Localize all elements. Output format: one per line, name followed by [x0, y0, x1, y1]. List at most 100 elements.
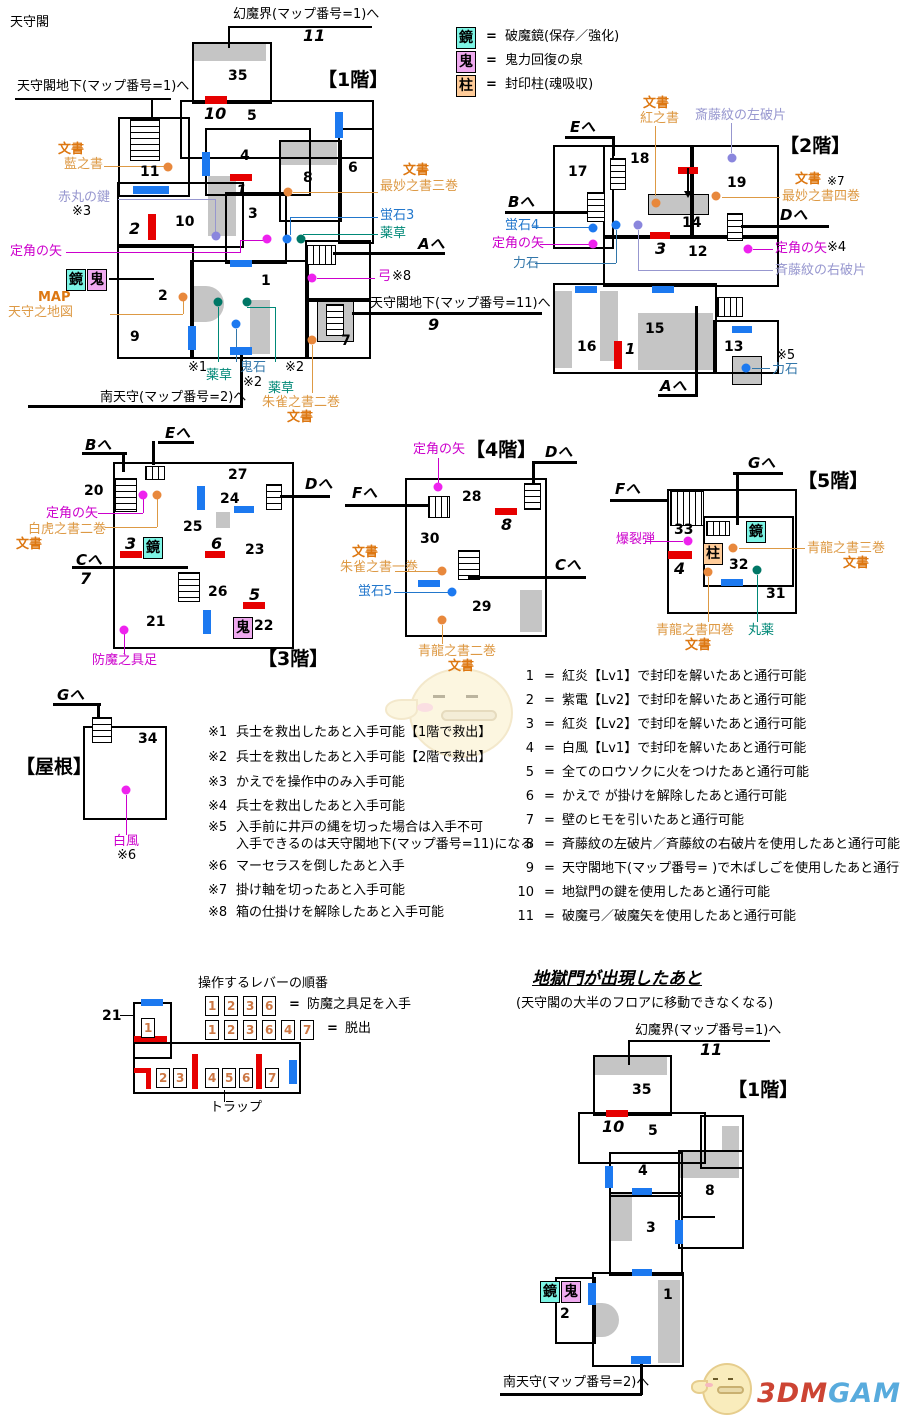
rule-equals: = [544, 885, 555, 900]
symbol-box: 鏡 [143, 537, 163, 559]
note-tag: ※1 [208, 725, 228, 740]
symbol-box: 鏡 [540, 1281, 560, 1303]
map-label: 7 [341, 333, 351, 349]
door-blue [203, 610, 211, 634]
legend-symbol-box: 鬼 [456, 51, 476, 73]
map-label: ※5 [776, 348, 796, 363]
map-label: 8 [501, 515, 513, 534]
rule-number: 1 [525, 669, 534, 684]
rule-number: 9 [525, 861, 534, 876]
symbol-box: 鬼 [233, 617, 253, 639]
map-label: 2 [129, 219, 141, 238]
map-room [279, 140, 342, 222]
door-blue [418, 580, 440, 587]
map-label: 蛍石5 [358, 584, 393, 599]
map-room [553, 145, 614, 249]
rule-number: 10 [517, 885, 534, 900]
note-text: かえでを操作中のみ入手可能 [236, 775, 405, 790]
floor-title-5f: 【5階】 [798, 470, 869, 492]
map-line [236, 329, 237, 362]
map-label: ※7 [827, 174, 845, 188]
map-line [118, 199, 215, 200]
map-label: ※2 [285, 360, 305, 375]
lever-heading: 操作するレバーの順番 [198, 976, 329, 991]
map-line [505, 211, 587, 214]
map-room [190, 260, 309, 359]
rule-equals: = [544, 741, 555, 756]
rule-number: 7 [525, 813, 534, 828]
map-label: ※8 [392, 269, 412, 284]
map-wall-shade [520, 590, 542, 632]
item-dot [743, 244, 753, 254]
map-line [158, 441, 194, 444]
stairs-icon [306, 245, 336, 265]
map-label: 16 [577, 339, 597, 355]
map-label: Fへ [615, 480, 641, 498]
item-dot [447, 587, 457, 597]
map-line [151, 100, 153, 118]
door-blue [588, 1283, 596, 1305]
item-dot [152, 490, 162, 500]
door-red [650, 232, 670, 239]
map-label: Bへ [508, 193, 535, 211]
legend-desc: 破魔鏡(保存／強化) [505, 29, 620, 44]
map-room [555, 1277, 596, 1344]
note-tag: ※7 [208, 883, 228, 898]
legend-desc: 鬼力回復の泉 [505, 53, 584, 68]
map-label: 29 [472, 599, 492, 615]
map-line [610, 499, 668, 502]
lever-seq-number-box: 6 [262, 1020, 277, 1040]
map-label: ※1 [188, 360, 208, 375]
map-room [113, 462, 294, 649]
map-label: 18 [630, 151, 650, 167]
symbol-box: 7 [265, 1068, 280, 1088]
map-label: 7 [80, 569, 92, 588]
note-tag: ※2 [208, 750, 228, 765]
map-label: ※6 [117, 848, 137, 863]
map-wall-shade [594, 1056, 667, 1075]
map-line [638, 270, 773, 271]
lever-seq-result: 防魔之具足を入手 [307, 997, 412, 1012]
map-label: 定角の矢 [413, 442, 466, 457]
lever-seq-number-box: 2 [224, 996, 239, 1016]
symbol-box: 4 [205, 1068, 220, 1088]
item-dot [296, 234, 306, 244]
map-label: 35 [632, 1082, 652, 1098]
map-line [532, 227, 589, 228]
map-line [53, 703, 101, 706]
map-label: 10 [175, 214, 195, 230]
door-blue [289, 1060, 297, 1084]
map-label: 薬草 [206, 368, 233, 383]
stairs-icon [428, 496, 450, 518]
item-dot [611, 220, 621, 230]
stairs-icon [587, 192, 605, 222]
map-label: 文書 [352, 545, 379, 560]
map-label: 青龍之書二巻 [418, 644, 497, 659]
stairs-icon [458, 550, 480, 580]
map-label: 鬼石 [240, 360, 267, 375]
stairs-icon [178, 572, 200, 602]
map-wall-shade [193, 43, 266, 61]
item-dot [262, 234, 272, 244]
map-label: ※4 [827, 240, 847, 255]
lever-seq-number-box: 2 [224, 1020, 239, 1040]
note-tag: ※3 [208, 775, 228, 790]
rule-text: 斉藤紋の左破片／斉藤紋の右破片を使用したあと通行可能 [562, 837, 900, 852]
door-red [495, 508, 517, 515]
note-text-line2: 入手できるのは天守閣地下(マップ番号=11)になる [236, 837, 534, 852]
map-label: 定角の矢 [492, 236, 545, 251]
map-line [438, 458, 439, 483]
map-line [442, 625, 443, 644]
symbol-box: 鏡 [746, 521, 766, 543]
map-label: 4 [674, 559, 686, 578]
map-label: Gへ [748, 454, 776, 472]
map-line [645, 541, 683, 542]
symbol-box: 鬼 [561, 1281, 581, 1303]
item-dot [752, 565, 762, 575]
map-room [305, 240, 371, 302]
map-label: 1 [261, 273, 271, 289]
lever-seq-number-box: 7 [300, 1020, 315, 1040]
door-blue [230, 347, 252, 355]
map-label: 蛍石3 [380, 208, 415, 223]
door-red [668, 551, 692, 559]
